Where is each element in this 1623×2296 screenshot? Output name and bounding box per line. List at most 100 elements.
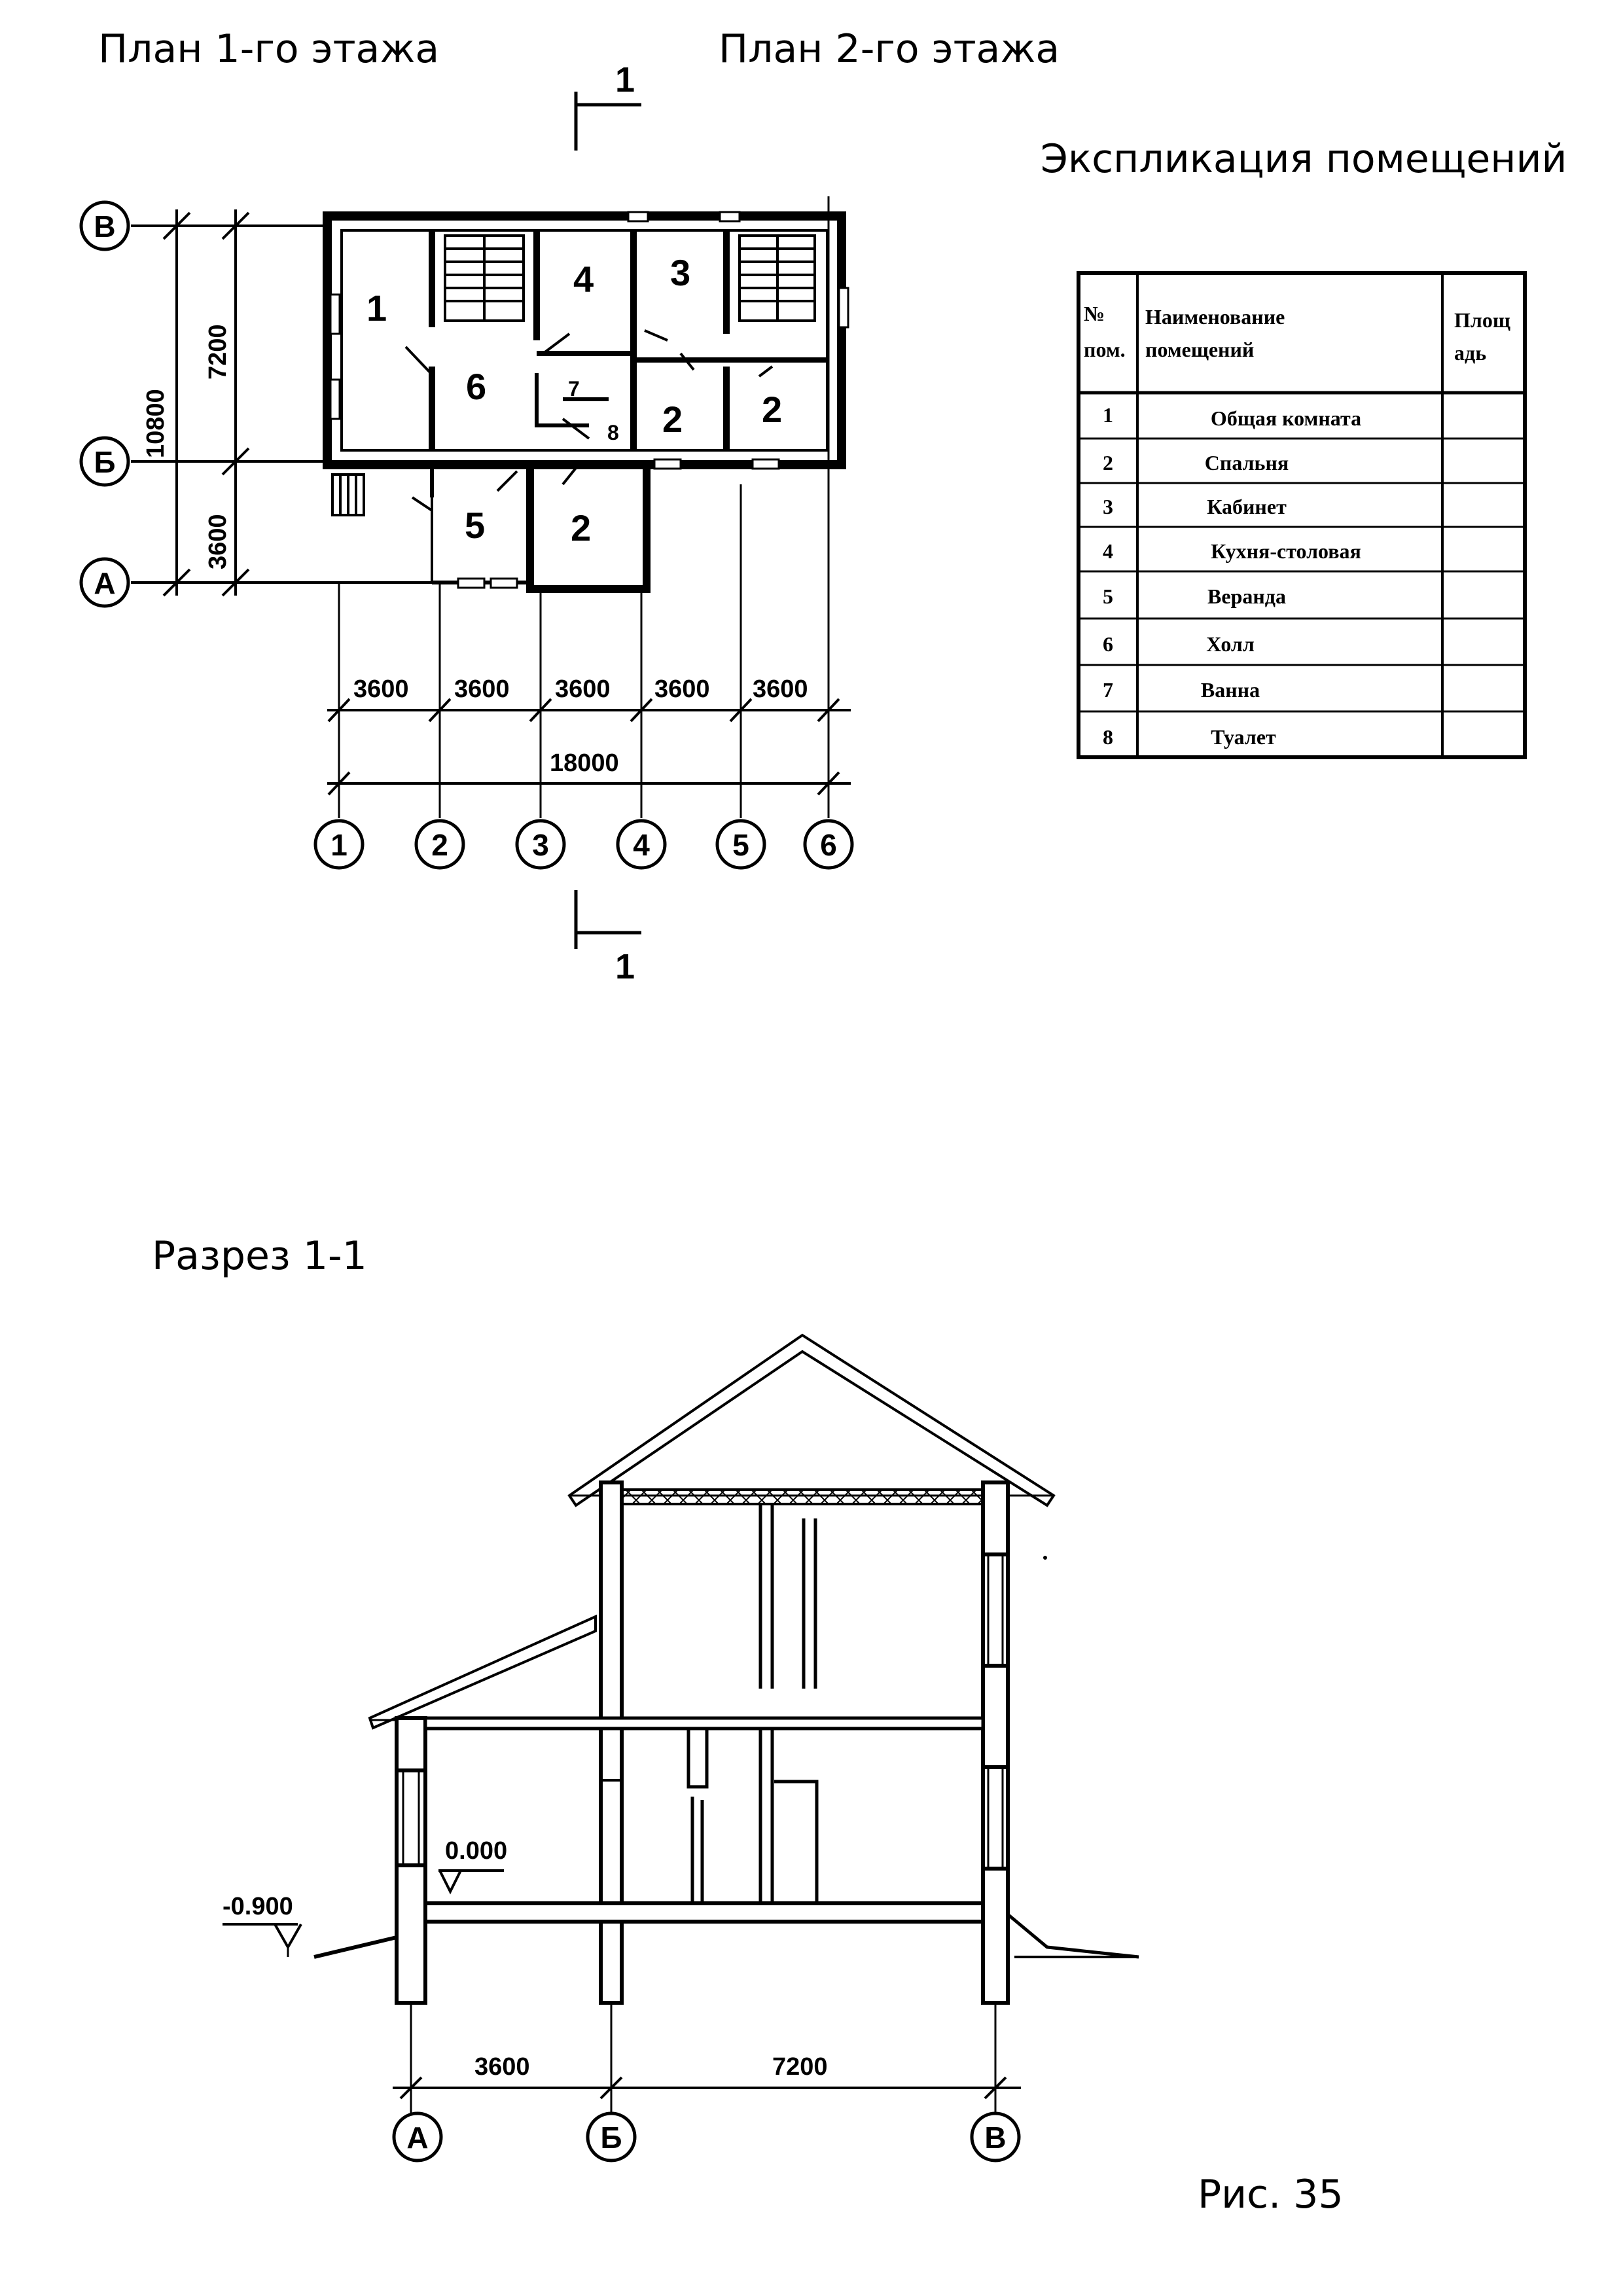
axis-bubble-1: 1 [313,819,365,870]
room-label: 3 [670,252,690,293]
room-label: 5 [465,505,485,546]
heading-plan-2: План 2-го этажа [719,26,1060,72]
svg-text:Общая комната: Общая комната [1211,406,1361,430]
axis-bubble-b: Б [79,436,130,487]
axis-bubble-4: 4 [616,819,667,870]
room-label: 2 [762,389,782,430]
axis-bubble-2: 2 [414,819,465,870]
room-label: 2 [571,507,591,548]
table-row: 6 Холл [1103,632,1255,656]
wall-axis-a [395,1716,427,2005]
svg-text:-0.900: -0.900 [223,1893,293,1920]
room-label: 4 [573,259,594,300]
left-dimension-lines [162,209,250,597]
svg-text:В: В [984,2121,1006,2155]
main-roof [567,1333,1056,1507]
partitions [423,1504,819,1903]
svg-text:7: 7 [1103,678,1113,702]
wall-axis-b [599,1480,624,2005]
explication-table: № пом. Наименование помещений Площ адь 1… [1077,271,1527,759]
header-num-line2: пом. [1084,338,1126,361]
svg-text:2: 2 [1103,451,1113,475]
header-name-line1: Наименование [1145,305,1285,329]
header-num-line1: № [1084,302,1105,325]
section-dimension-lines [393,2003,1021,2121]
svg-text:Веранда: Веранда [1207,584,1286,608]
room-label: 6 [466,366,486,407]
walls [323,211,846,593]
svg-text:1: 1 [1103,403,1113,427]
svg-text:6: 6 [1103,632,1113,656]
svg-text:Б: Б [600,2121,622,2155]
heading-plan-1: План 1-го этажа [98,26,440,72]
svg-text:В: В [94,209,115,243]
svg-text:1: 1 [330,828,348,862]
room-label: 8 [607,421,619,444]
section-mark-label: 1 [615,947,635,986]
svg-text:2: 2 [431,828,448,862]
svg-text:Кабинет: Кабинет [1207,495,1287,518]
axis-bubble-3: 3 [515,819,566,870]
axis-bubble-6: 6 [803,819,854,870]
total-width-dimension: 18000 [550,749,619,777]
table-row: 2 Спальня [1103,451,1289,475]
svg-text:А: А [406,2121,428,2155]
svg-text:Туалет: Туалет [1211,725,1276,749]
table-rows: 1 Общая комната 2 Спальня 3 Кабинет 4 Кухня-… [1103,403,1361,749]
level-mark-floor: 0.000 [438,1837,507,1895]
svg-text:Холл: Холл [1206,632,1255,656]
table-row: 7 Ванна [1103,678,1260,702]
table-row: 4 Кухня-столовая [1103,539,1361,563]
veranda-roof [368,1614,597,1730]
section-dim-1: 3600 [474,2053,530,2081]
section-axis-bubble-b: Б [586,2111,637,2162]
axis-bubble-5: 5 [715,819,766,870]
room-label: 1 [366,287,387,329]
windows [329,211,849,589]
table-row: 1 Общая комната [1103,403,1361,430]
floor-slab-2 [423,1716,985,1731]
section-axis-bubble-v: В [970,2111,1021,2162]
svg-text:3600: 3600 [454,675,510,703]
svg-text:6: 6 [820,828,837,862]
attic-slab [615,1488,984,1505]
svg-text:Б: Б [94,445,115,479]
header-area-line2: адь [1454,341,1486,365]
room-label: 2 [662,399,683,440]
figure-caption: Рис. 35 [1198,2172,1344,2217]
bottom-dimension-lines [327,698,851,796]
horizontal-axis-lines [131,224,432,584]
bay-dimensions: 3600 3600 3600 3600 3600 [353,675,808,703]
svg-text:8: 8 [1103,725,1113,749]
table-row: 3 Кабинет [1103,495,1287,518]
room-label: 7 [568,377,580,401]
dim-upper-depth: 7200 [204,324,232,380]
svg-text:4: 4 [1103,539,1113,563]
section-drawing: -0.900 0.000 3600 7200 А Б В [223,1333,1139,2162]
heading-explication: Экспликация помещений [1041,136,1567,182]
svg-text:3600: 3600 [753,675,808,703]
heading-section: Разрез 1-1 [152,1233,367,1279]
svg-text:А: А [94,566,115,600]
section-dim-2: 7200 [772,2053,828,2081]
svg-text:3: 3 [1103,495,1113,518]
ground-slab [423,1901,985,1924]
svg-text:3: 3 [532,828,549,862]
wall-axis-v [981,1480,1010,2005]
section-axis-bubble-a: А [392,2111,443,2162]
room-labels: 1 4 3 6 7 8 2 2 5 2 [366,252,782,548]
svg-text:3600: 3600 [555,675,611,703]
header-name-line2: помещений [1145,338,1254,361]
svg-text:0.000: 0.000 [445,1837,507,1865]
svg-text:Ванна: Ванна [1201,678,1260,702]
right-wall-windows [987,1554,1004,1869]
axis-bubbles-bottom: 1 2 3 4 5 6 [313,819,854,870]
svg-text:Спальня: Спальня [1205,451,1289,475]
svg-text:Кухня-столовая: Кухня-столовая [1211,539,1361,563]
svg-text:4: 4 [633,828,650,862]
section-mark-top: 1 [574,60,641,151]
header-area-line1: Площ [1454,308,1510,332]
dim-overall-depth: 10800 [142,389,169,458]
